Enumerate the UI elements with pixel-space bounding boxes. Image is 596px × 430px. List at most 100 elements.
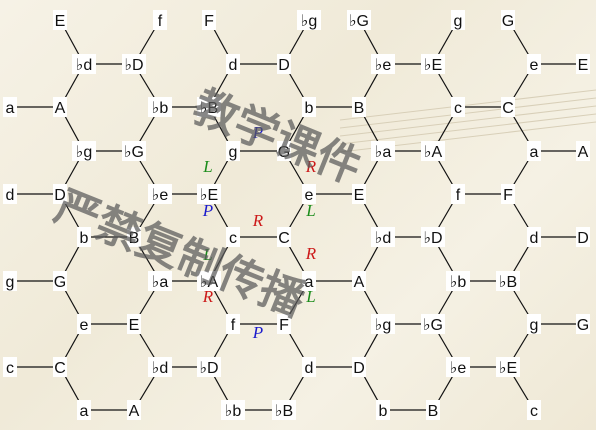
note-label: d [305,360,314,377]
note-node: d [302,357,316,377]
note-node: ♭d [148,357,172,377]
note-node: D [352,357,366,377]
note-node: A [352,271,366,291]
note-node: f [451,184,465,204]
note-node: D [277,54,291,74]
note-label: a [530,144,539,161]
note-label: A [55,100,66,117]
note-node: d [527,227,541,247]
note-node: a [527,141,541,161]
note-label: c [229,230,237,247]
note-label: e [80,317,89,334]
note-label: G [278,144,290,161]
note-node: B [352,97,366,117]
note-node: F [202,10,216,30]
note-node: ♭b [221,400,245,420]
note-node: A [53,97,67,117]
note-label: D [577,230,589,247]
note-node: C [277,227,291,247]
note-label: ♭A [424,144,443,161]
note-label: d [530,230,539,247]
note-label: c [454,100,462,117]
transform-label-l: L [305,201,315,220]
note-node: C [53,357,67,377]
note-node: ♭b [446,271,470,291]
note-label: C [278,230,290,247]
watermark-line-2: 严禁复制传播 [48,181,313,328]
note-label: D [278,57,290,74]
note-node: g [3,271,17,291]
note-label: ♭E [424,57,442,74]
note-node: ♭E [421,54,445,74]
note-node: ♭d [371,227,395,247]
note-label: a [6,100,15,117]
note-label: ♭g [375,317,391,334]
note-node: b [77,227,91,247]
note-node: b [302,97,316,117]
note-label: G [54,274,66,291]
note-node: E [576,54,590,74]
note-node: ♭B [197,97,221,117]
note-label: ♭B [275,403,293,420]
note-node: ♭G [347,10,371,30]
note-label: ♭D [124,57,143,74]
note-label: A [354,274,365,291]
note-label: g [454,13,463,30]
staff-line [339,97,596,129]
note-label: g [229,144,238,161]
note-node: b [376,400,390,420]
note-label: ♭d [152,360,168,377]
note-label: ♭b [152,100,169,117]
note-node: ♭b [148,97,172,117]
note-node: d [3,184,17,204]
note-label: ♭E [200,187,218,204]
note-node: ♭d [72,54,96,74]
note-node: D [576,227,590,247]
note-label: F [503,187,513,204]
note-label: ♭G [423,317,443,334]
note-node: F [501,184,515,204]
staff-line [339,113,596,145]
note-node: G [501,10,515,30]
watermark-line-1: 教学课件 [186,81,368,194]
note-node: e [527,54,541,74]
note-label: ♭A [200,274,219,291]
note-node: a [302,271,316,291]
note-label: d [6,187,15,204]
note-label: ♭e [450,360,467,377]
note-label: g [530,317,539,334]
note-label: ♭d [76,57,92,74]
note-label: f [158,13,163,30]
note-label: A [578,144,589,161]
transform-label-l: L [305,287,315,306]
note-node: ♭g [297,10,321,30]
note-label: B [428,403,439,420]
note-node: A [127,400,141,420]
note-label: c [530,403,538,420]
note-node: B [127,227,141,247]
note-node: ♭g [371,314,395,334]
transform-label-r: R [305,244,317,263]
note-label: ♭G [349,13,369,30]
transform-label-p: P [202,201,213,220]
note-node: G [53,271,67,291]
note-node: f [153,10,167,30]
note-node: g [226,141,240,161]
note-node: ♭D [197,357,221,377]
note-label: c [6,360,14,377]
note-node: e [302,184,316,204]
note-label: ♭g [301,13,317,30]
note-label: b [80,230,89,247]
note-node: e [77,314,91,334]
note-node: a [77,400,91,420]
note-label: ♭e [152,187,169,204]
note-node: ♭B [272,400,296,420]
note-node: ♭A [197,271,221,291]
note-node: G [576,314,590,334]
note-node: ♭G [122,141,146,161]
note-node: c [226,227,240,247]
note-node: d [226,54,240,74]
note-node: C [501,97,515,117]
